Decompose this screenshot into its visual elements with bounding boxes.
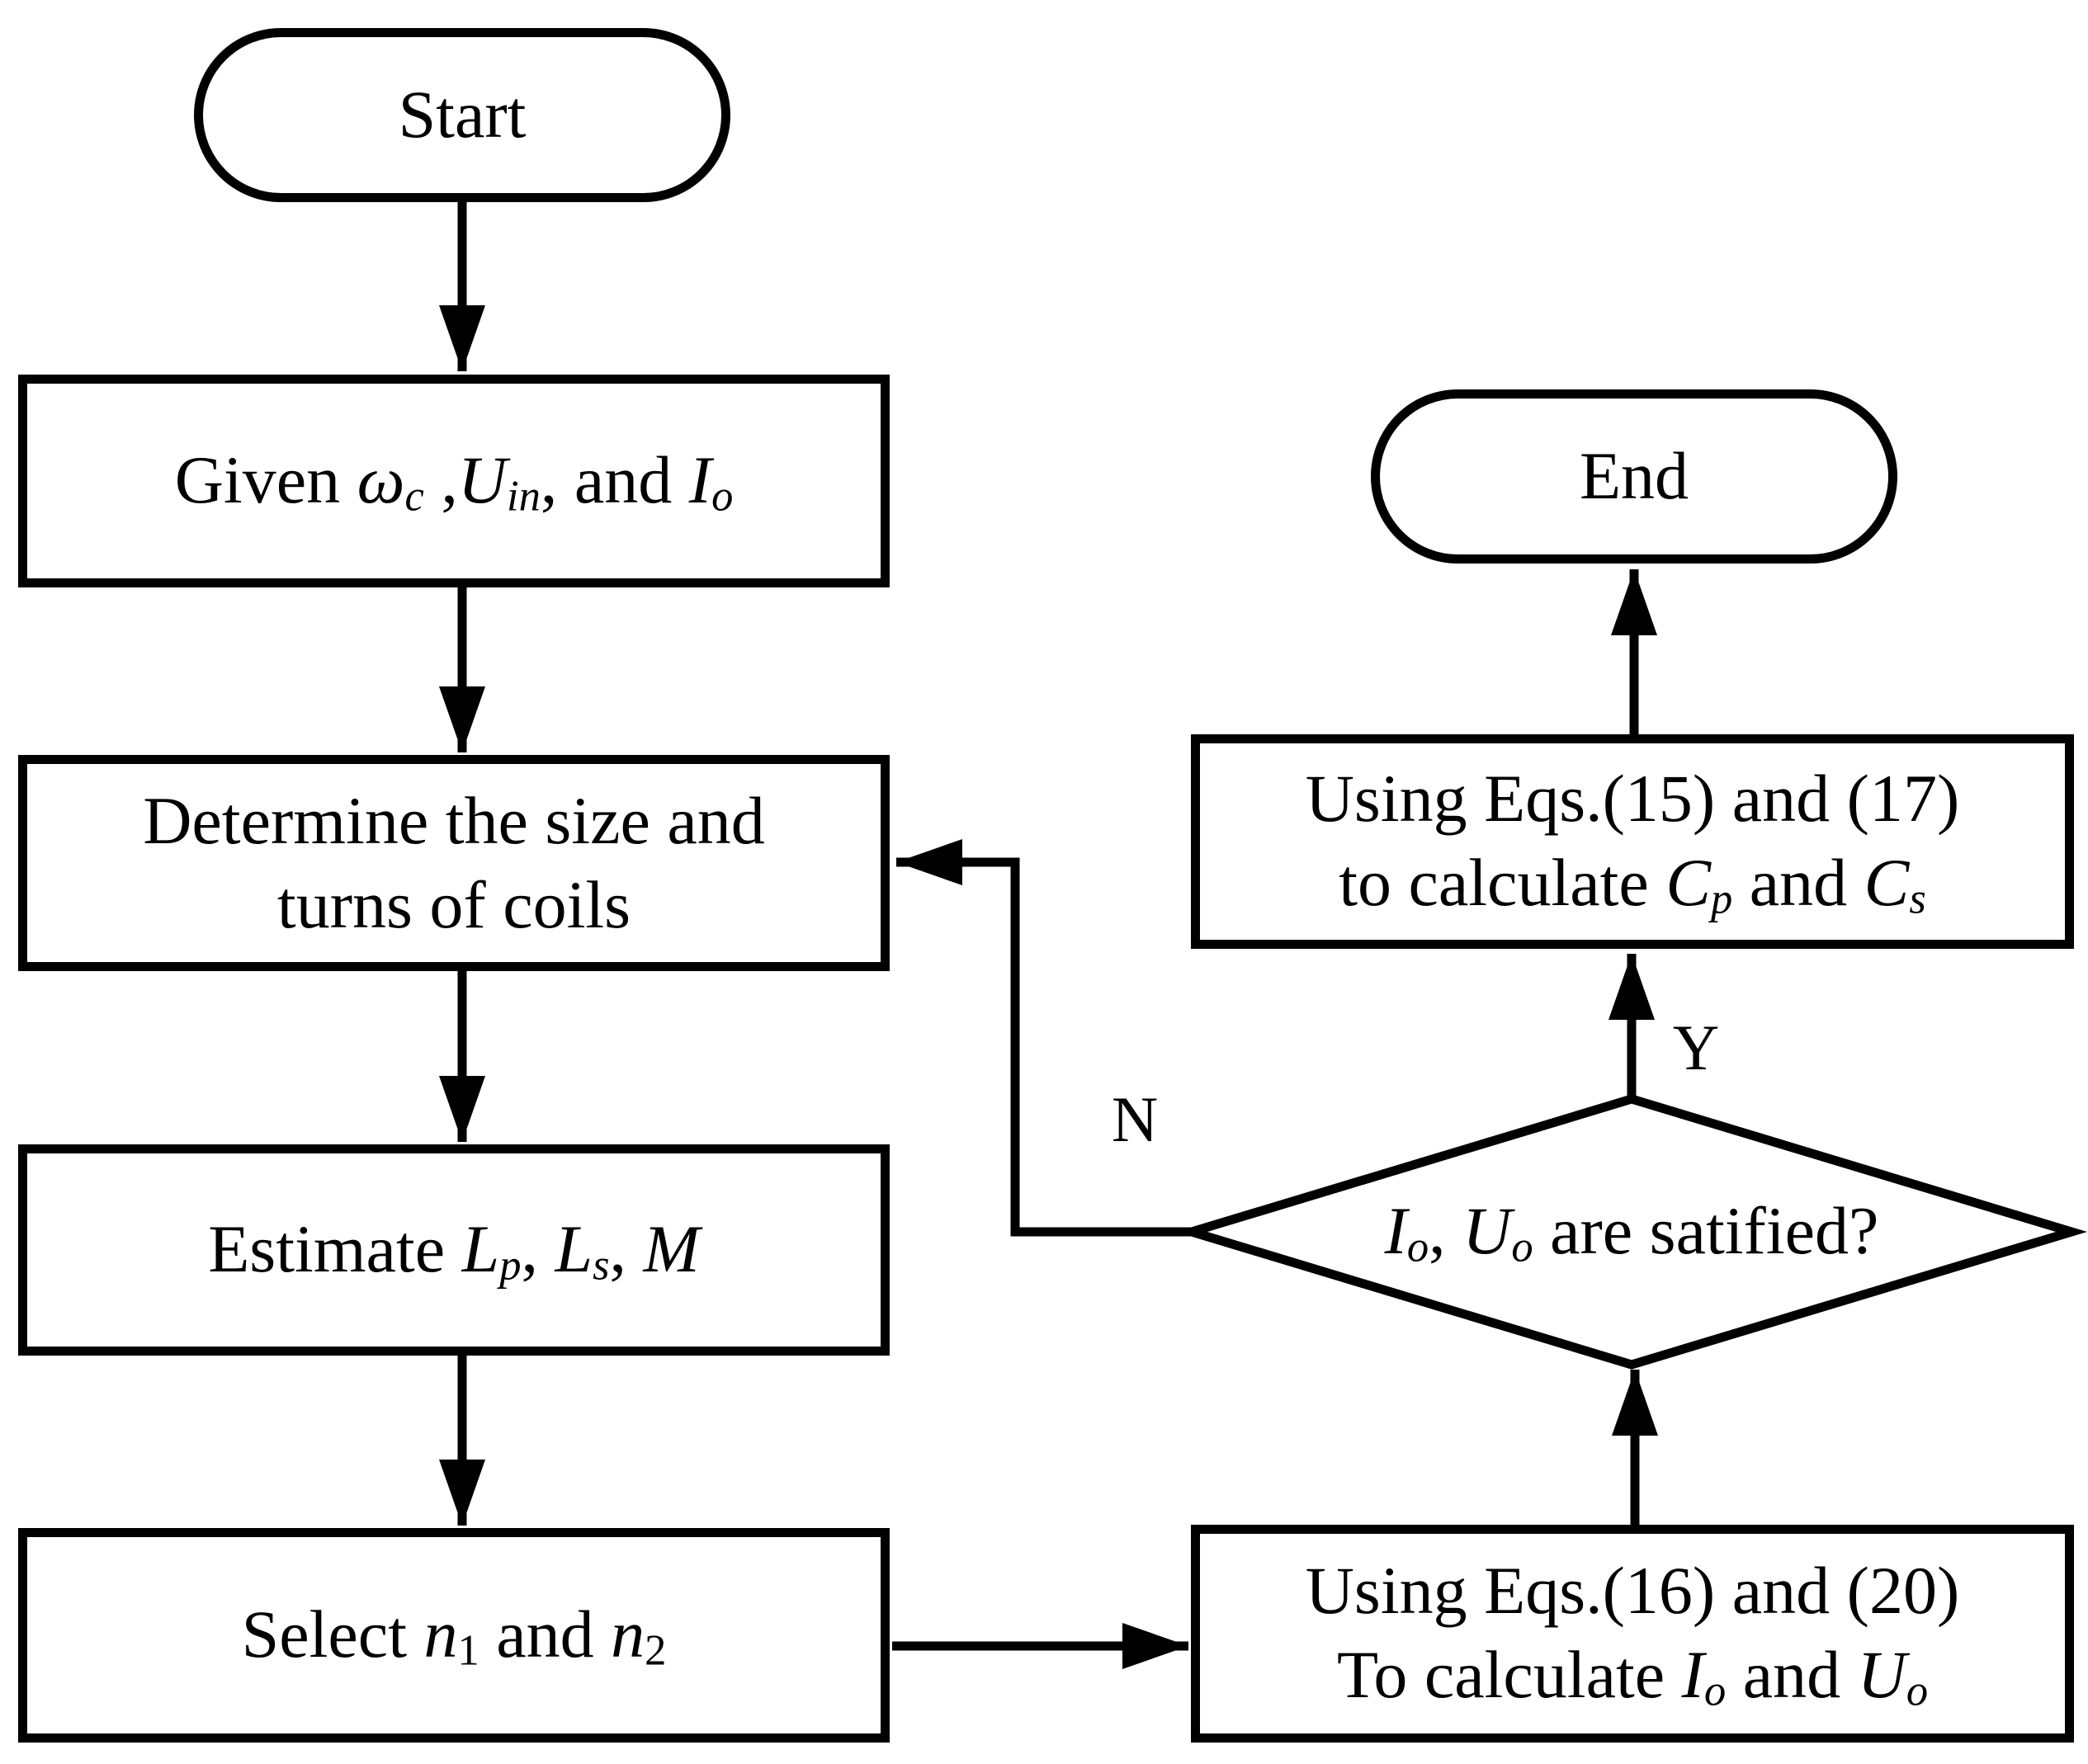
edge-label-yes: Y xyxy=(1672,1012,1720,1083)
edge-label-no: N xyxy=(1111,1083,1159,1155)
node-calc-cp-cs: Using Eqs.(15) and (17)to calculate Cp a… xyxy=(1191,734,2074,949)
node-decision-satisfied: Io, Uo are satified? xyxy=(1384,1192,1879,1271)
node-end: End xyxy=(1371,389,1897,564)
node-calc-io-uo: Using Eqs.(16) and (20)To calculate Io a… xyxy=(1191,1525,2074,1743)
decision-diamond-shape xyxy=(1175,1094,2088,1370)
node-select-turns: Select n1 and n2 xyxy=(18,1528,890,1743)
node-estimate-inductances: Estimate Lp, Ls, M xyxy=(18,1144,890,1356)
node-start: Start xyxy=(194,28,730,202)
node-given-inputs: Given ωc ,Uin, and Io xyxy=(18,375,890,587)
arrow-decision-no-to-determine xyxy=(896,839,1192,1237)
